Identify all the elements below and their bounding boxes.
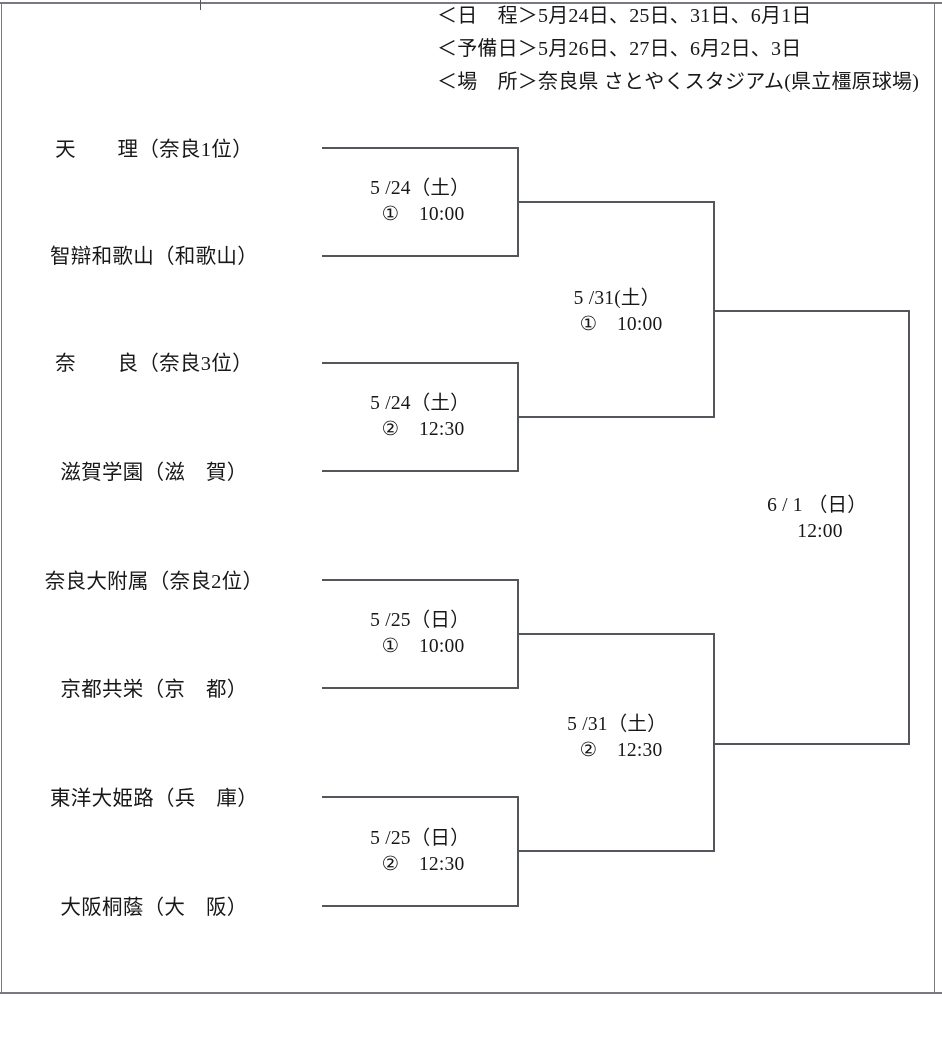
team-label-7: 東洋大姫路（兵 庫） — [50, 788, 258, 810]
match-date-r1-4: 5 /25（日） — [370, 828, 470, 849]
match-info-r2-2: 5 /31（土） ② 12:30 — [517, 712, 717, 764]
page-top-border — [0, 2, 942, 4]
match-info-r1-2: 5 /24（土） ② 12:30 — [320, 391, 520, 443]
bracket-connector-r2-upper — [713, 201, 715, 418]
bracket-line-team-5 — [322, 579, 519, 581]
bracket-connector-r2-lower — [713, 633, 715, 852]
match-time-r2-1: ① 10:00 — [579, 314, 663, 335]
bracket-connector-r1-3 — [517, 579, 519, 689]
bracket-connector-final — [908, 310, 910, 745]
page-left-border — [1, 2, 2, 994]
bracket-line-team-8 — [322, 905, 519, 907]
match-date-r1-3: 5 /25（日） — [370, 610, 470, 631]
page-right-border — [934, 2, 935, 994]
match-time-r1-3: ① 10:00 — [381, 636, 465, 657]
match-time-r1-2: ② 12:30 — [381, 419, 465, 440]
team-label-2: 智辯和歌山（和歌山） — [50, 246, 258, 268]
event-venue-line: ＜場 所＞奈良県 さとやくスタジアム(県立橿原球場) — [437, 71, 920, 93]
team-label-3: 奈 良（奈良3位） — [55, 353, 253, 375]
match-time-r2-2: ② 12:30 — [579, 740, 663, 761]
team-label-5: 奈良大附属（奈良2位） — [44, 571, 264, 593]
team-label-8: 大阪桐蔭（大 阪） — [60, 897, 248, 919]
bracket-line-r2-lower-in-2 — [519, 850, 715, 852]
match-time-r1-1: ① 10:00 — [381, 204, 465, 225]
bracket-line-r2-lower-in-1 — [519, 633, 715, 635]
page-top-tick — [200, 0, 201, 10]
bracket-line-r2-upper-in-1 — [519, 201, 715, 203]
match-time-r1-4: ② 12:30 — [381, 854, 465, 875]
bracket-line-team-2 — [322, 255, 519, 257]
match-date-r2-2: 5 /31（土） — [567, 714, 667, 735]
team-label-1: 天 理（奈良1位） — [55, 139, 253, 161]
bracket-line-team-1 — [322, 147, 519, 149]
event-reserve-date-line: ＜予備日＞5月26日、27日、6月2日、3日 — [437, 38, 802, 60]
bracket-line-final-in-lower — [715, 743, 910, 745]
bracket-line-team-7 — [322, 796, 519, 798]
match-info-final: 6 / 1 （日） 12:00 — [722, 493, 912, 545]
match-info-r1-1: 5 /24（土） ① 10:00 — [320, 176, 520, 228]
bracket-line-team-6 — [322, 687, 519, 689]
team-label-6: 京都共栄（京 都） — [60, 679, 248, 701]
team-label-4: 滋賀学園（滋 賀） — [60, 462, 248, 484]
bracket-line-team-4 — [322, 470, 519, 472]
match-info-r1-3: 5 /25（日） ① 10:00 — [320, 608, 520, 660]
match-info-r1-4: 5 /25（日） ② 12:30 — [320, 826, 520, 878]
page-bottom-border — [0, 992, 942, 994]
bracket-line-final-in-upper — [715, 310, 910, 312]
match-date-final: 6 / 1 （日） — [767, 495, 867, 516]
match-info-r2-1: 5 /31(土） ① 10:00 — [517, 286, 717, 338]
match-date-r1-2: 5 /24（土） — [370, 393, 470, 414]
bracket-line-team-3 — [322, 362, 519, 364]
bracket-connector-r1-4 — [517, 796, 519, 907]
bracket-line-r2-upper-in-2 — [519, 416, 715, 418]
bracket-connector-r1-1 — [517, 147, 519, 257]
match-time-final: 12:00 — [797, 521, 843, 542]
event-schedule-line: ＜日 程＞5月24日、25日、31日、6月1日 — [437, 5, 812, 27]
match-date-r2-1: 5 /31(土） — [573, 288, 661, 309]
match-date-r1-1: 5 /24（土） — [370, 178, 470, 199]
bracket-connector-r1-2 — [517, 362, 519, 472]
event-info-block: ＜日 程＞5月24日、25日、31日、6月1日 ＜予備日＞5月26日、27日、6… — [437, 0, 942, 99]
